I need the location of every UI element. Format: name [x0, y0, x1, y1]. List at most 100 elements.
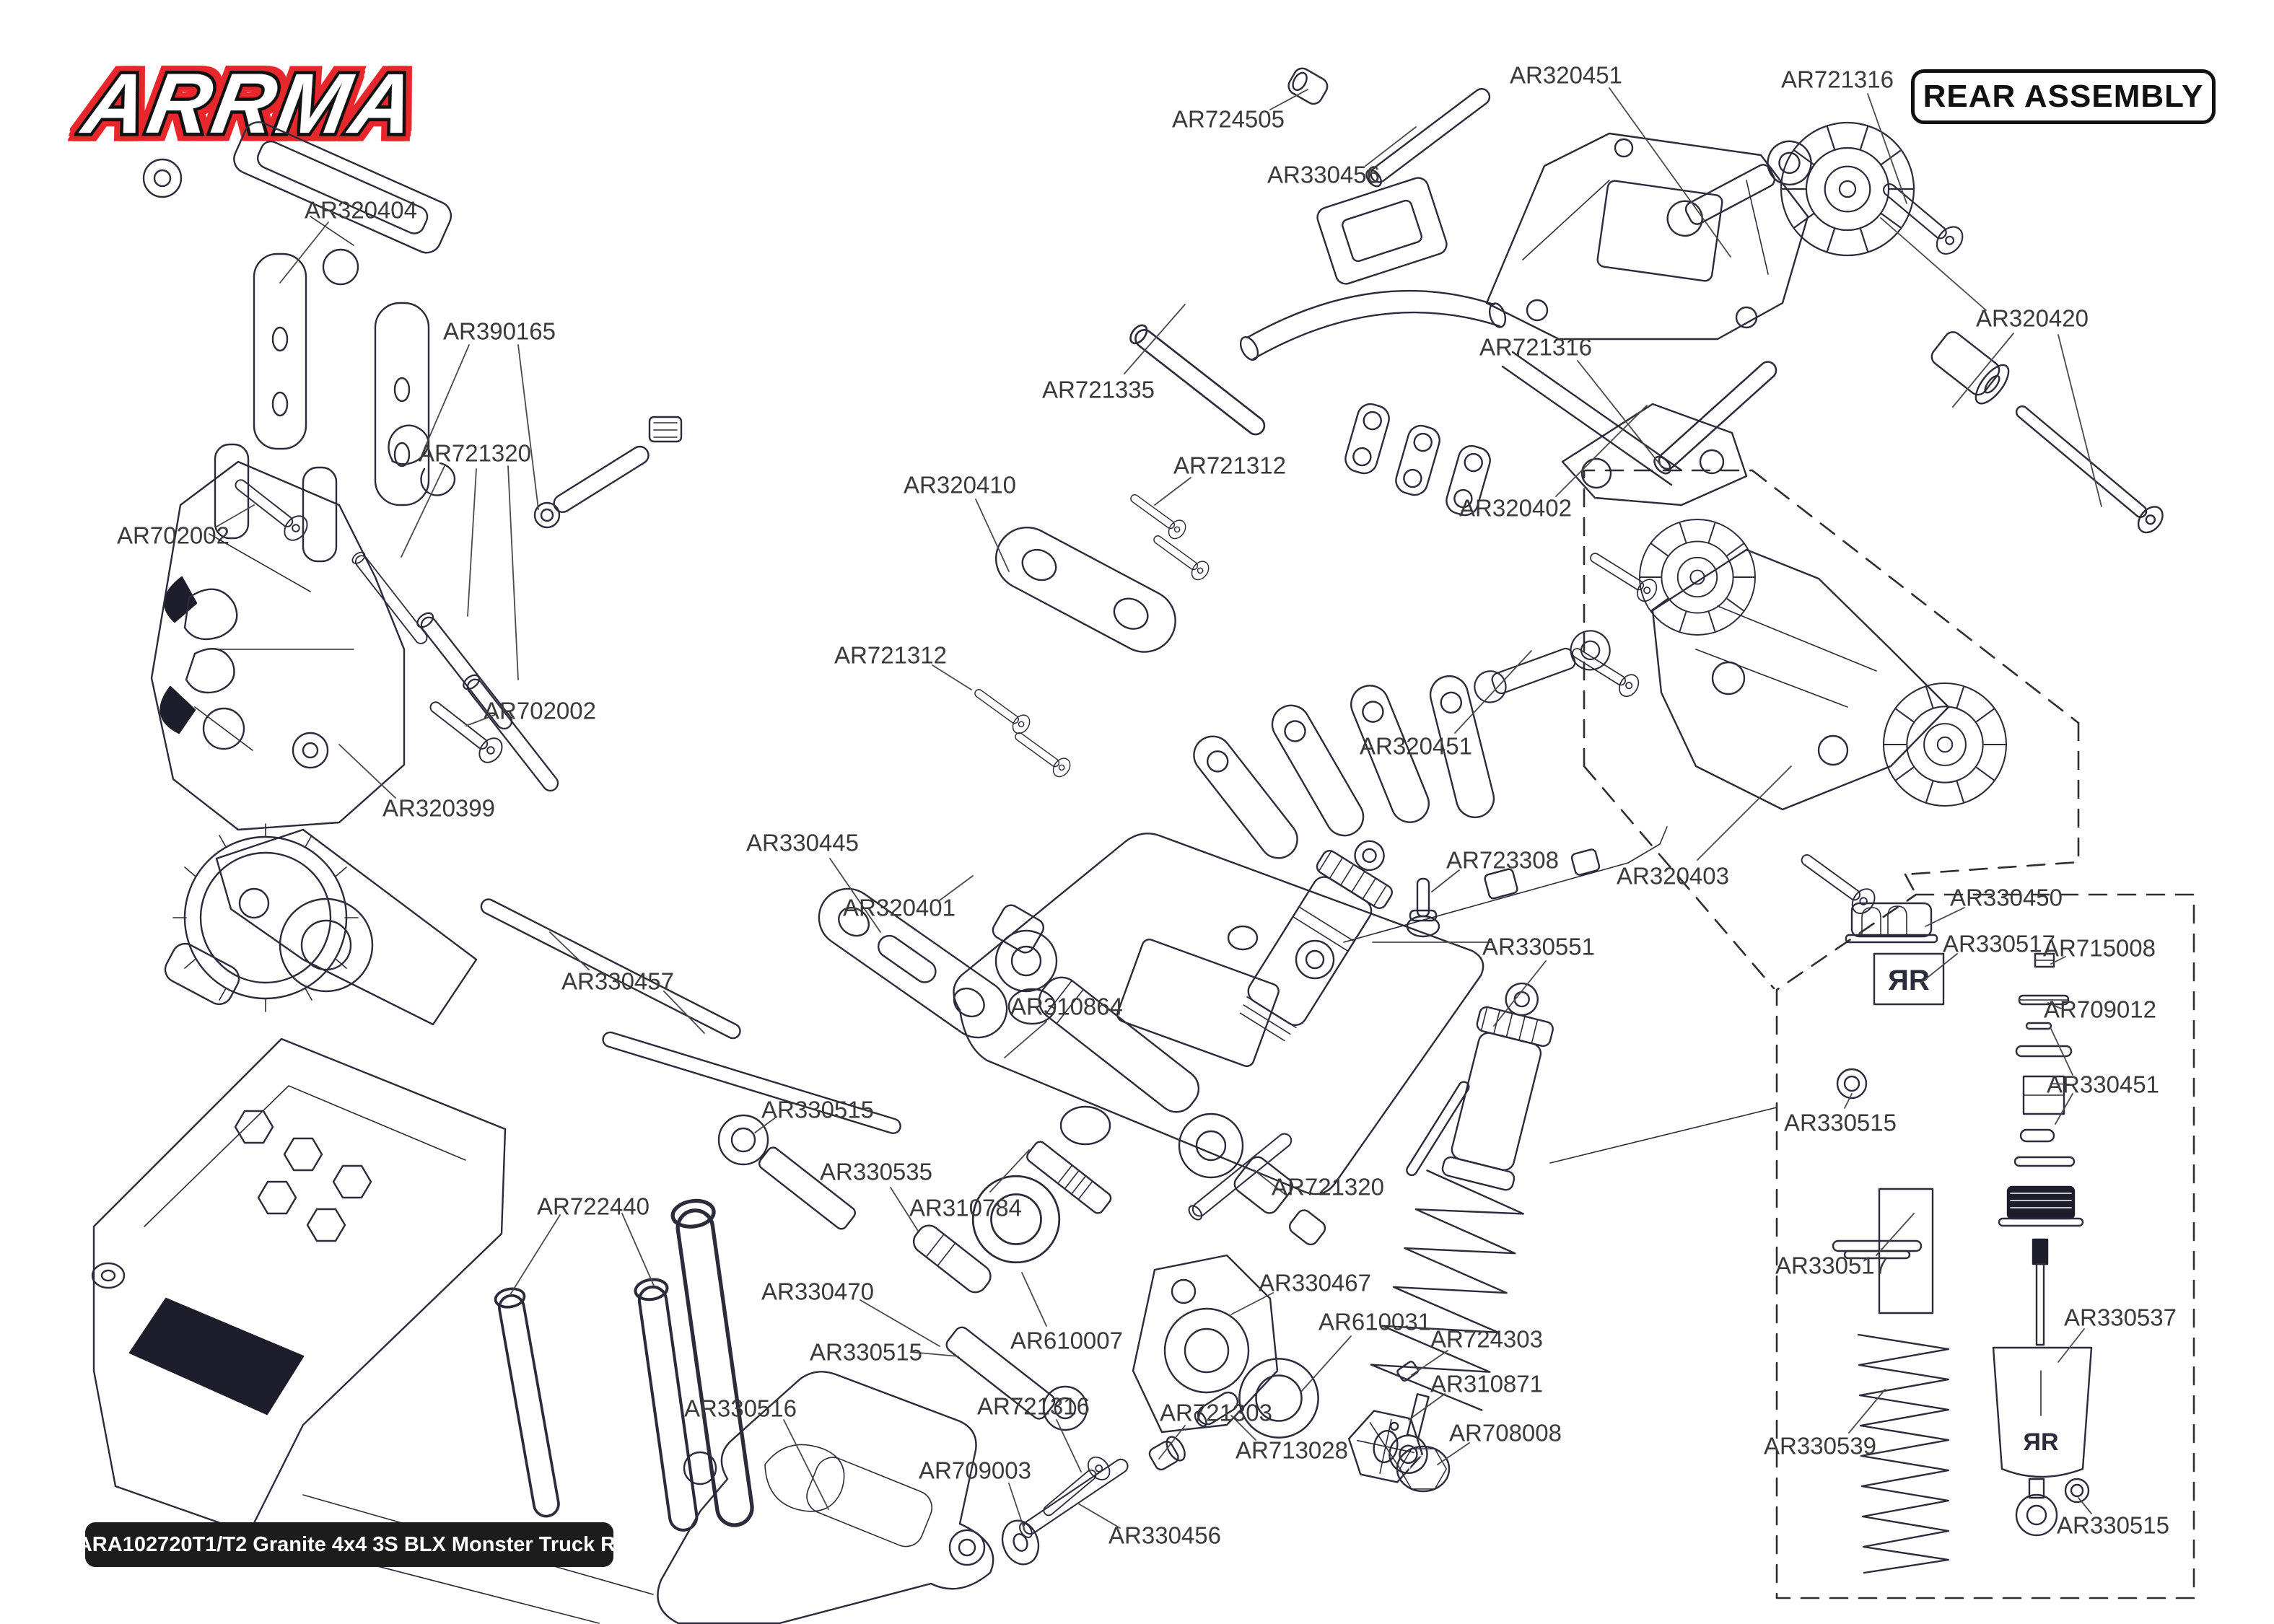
- part-label-ar709012-47: AR709012: [2044, 996, 2156, 1023]
- leader-line: [783, 1419, 829, 1510]
- leader-line: [1021, 1272, 1047, 1327]
- screw-ar702002-drawing: [227, 470, 507, 768]
- leader-line: [1408, 1393, 1446, 1421]
- part-label-ar702002-3: AR702002: [117, 522, 229, 549]
- rear-body-mount-drawing: [142, 121, 452, 506]
- camber-link-top-drawing: [1474, 133, 1820, 705]
- leader-line: [1848, 1389, 1886, 1434]
- part-label-ar708008-40: AR708008: [1449, 1419, 1562, 1447]
- part-label-ar330551-20: AR330551: [1482, 933, 1595, 960]
- leader-line: [1555, 405, 1648, 497]
- leader-lines: [216, 87, 2102, 1532]
- rear-bumper-assembly-drawing: [1239, 177, 1748, 517]
- leader-line: [1365, 126, 1417, 167]
- part-label-ar320401-22: AR320401: [843, 894, 955, 921]
- leader-line: [1230, 1292, 1274, 1315]
- rr-logo-mark: ЯR: [1888, 965, 1930, 996]
- part-label-ar320410-15: AR320410: [904, 471, 1016, 499]
- part-label-ar610007-32: AR610007: [1010, 1327, 1123, 1354]
- leader-line: [1230, 1415, 1256, 1441]
- leader-line: [2047, 1002, 2062, 1009]
- part-label-ar330515-53: AR330515: [2057, 1511, 2169, 1539]
- leader-line: [467, 468, 477, 617]
- leader-line: [1269, 89, 1308, 110]
- leader-line: [465, 714, 497, 727]
- part-label-ar390165-1: AR390165: [443, 317, 556, 345]
- part-label-ar330445-21: AR330445: [746, 829, 859, 856]
- lower-arm-drawing: [657, 1371, 1132, 1624]
- part-label-ar723308-19: AR723308: [1446, 846, 1559, 874]
- shock-parts-inset-drawing: ЯR ЯR: [1832, 902, 2093, 1574]
- page-title-box: REAR ASSEMBLY: [1911, 69, 2216, 124]
- part-label-ar330515-30: AR330515: [810, 1338, 922, 1366]
- part-label-ar721316-12: AR721316: [1479, 333, 1592, 361]
- part-label-ar610031-37: AR610031: [1319, 1308, 1431, 1335]
- part-label-ar330515-49: AR330515: [1784, 1109, 1897, 1136]
- part-label-ar330516-31: AR330516: [684, 1395, 797, 1422]
- part-label-ar330450-44: AR330450: [1950, 884, 2063, 911]
- part-label-ar721335-11: AR721335: [1042, 376, 1155, 403]
- part-label-ar722440-28: AR722440: [537, 1193, 650, 1220]
- leader-line: [509, 1214, 561, 1296]
- part-label-ar310864-24: AR310864: [1010, 993, 1123, 1020]
- leader-line: [910, 1351, 959, 1357]
- shock-exploded-drawing: [1239, 840, 1470, 1177]
- leader-line: [2050, 1028, 2073, 1076]
- leader-line: [1454, 650, 1532, 734]
- part-label-ar320451-17: AR320451: [1360, 732, 1472, 760]
- leader-line: [1609, 87, 1731, 258]
- part-label-ar330467-43: AR330467: [1259, 1269, 1371, 1296]
- wheelie-bar-assembly-drawing: [1566, 519, 2008, 918]
- leader-line: [754, 1116, 777, 1133]
- part-label-ar320399-5: AR320399: [382, 794, 495, 822]
- part-label-ar330457-23: AR330457: [561, 967, 674, 995]
- part-label-ar320402-13: AR320402: [1459, 494, 1572, 522]
- leader-line: [1952, 333, 2014, 408]
- model-id-bar: C-ARA102720T1/T2 Granite 4x4 3S BLX Mons…: [55, 1522, 644, 1567]
- rear-bulkhead-drawing: [150, 443, 478, 1026]
- link-plate-drawing: [480, 887, 1008, 1134]
- part-label-ar724505-6: AR724505: [1172, 105, 1285, 133]
- leader-line: [2057, 334, 2102, 507]
- top-pins-drawing: [1126, 67, 1969, 478]
- part-label-ar320404-0: AR320404: [305, 196, 417, 224]
- leader-line: [517, 344, 539, 510]
- leader-line: [1411, 1350, 1448, 1376]
- leader-line: [1577, 360, 1662, 467]
- wheelie-wheel-drawing: [1780, 121, 2164, 534]
- part-label-ar330517-50: AR330517: [1775, 1252, 1888, 1279]
- leader-line: [549, 931, 590, 970]
- part-label-ar330539-51: AR330539: [1764, 1432, 1876, 1460]
- skid-plate-drawing: [953, 675, 1668, 1195]
- roll-bar-mount-drawing: [969, 488, 1213, 781]
- leader-line: [1920, 953, 1958, 983]
- part-label-ar715008-46: AR715008: [2043, 934, 2156, 962]
- chassis-tub-drawing: [91, 1037, 654, 1624]
- shock-assembled-drawing: [1370, 982, 1554, 1474]
- part-label-ar721320-2: AR721320: [419, 439, 531, 467]
- leader-line: [932, 664, 972, 690]
- leader-line: [1008, 1483, 1026, 1532]
- hinge-pins-left-drawing: [349, 549, 563, 796]
- part-label-ar721320-42: AR721320: [1272, 1173, 1384, 1201]
- leader-line: [2078, 1497, 2092, 1514]
- leader-line: [860, 1299, 940, 1347]
- part-label-ar310871-39: AR310871: [1430, 1370, 1543, 1397]
- part-label-ar330456-7: AR330456: [1267, 161, 1380, 188]
- leader-line: [1925, 907, 1965, 927]
- leader-line: [1880, 217, 1987, 311]
- leader-line: [1300, 1335, 1352, 1393]
- leader-line: [975, 499, 1010, 572]
- turnbuckle-cluster-drawing: [492, 1114, 1112, 1532]
- shock-tower-plate-drawing: [1485, 132, 1809, 341]
- part-label-ar330517-45: AR330517: [1943, 930, 2055, 957]
- leader-line: [663, 991, 705, 1034]
- leader-line: [1158, 1425, 1186, 1460]
- leader-line: [890, 1187, 919, 1232]
- leader-line: [621, 1213, 655, 1286]
- part-label-ar721316-9: AR721316: [1781, 66, 1894, 93]
- leader-line: [1867, 93, 1907, 204]
- part-label-ar330451-48: AR330451: [2047, 1071, 2159, 1098]
